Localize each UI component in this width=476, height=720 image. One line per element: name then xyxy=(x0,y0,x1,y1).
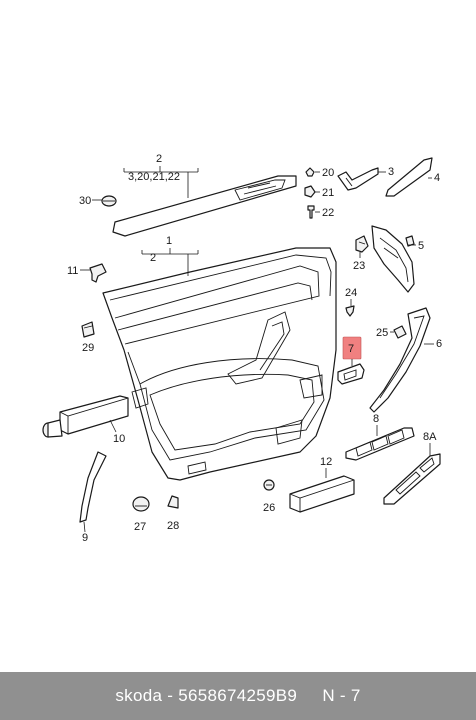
part-9-cable-guide xyxy=(79,451,107,523)
footer-separator: - xyxy=(162,686,179,705)
callout-6: 6 xyxy=(436,338,442,350)
callout-1-sub: 2 xyxy=(150,252,156,264)
leader-2 xyxy=(123,166,199,198)
part-27-cap xyxy=(132,496,150,512)
part-28-cap xyxy=(167,495,179,509)
callout-23: 23 xyxy=(353,260,365,272)
part-24-screw xyxy=(345,305,355,317)
callout-24: 24 xyxy=(345,287,357,299)
callout-27: 27 xyxy=(134,521,146,533)
callout-12: 12 xyxy=(320,456,332,468)
callout-11: 11 xyxy=(67,265,78,277)
callout-8: 8 xyxy=(373,413,379,425)
part-5-tweeter-cover xyxy=(371,225,415,293)
footer-gap xyxy=(297,686,322,706)
part-29-cap xyxy=(81,321,95,338)
footer-position: N - 7 xyxy=(322,686,361,705)
callout-7: 7 xyxy=(348,343,354,355)
callout-9: 9 xyxy=(82,532,88,544)
part-8a-switch-panel xyxy=(383,453,441,505)
callout-30: 30 xyxy=(79,195,91,207)
part-1-door-panel xyxy=(102,247,337,481)
callout-20: 20 xyxy=(322,167,334,179)
callout-2: 2 xyxy=(156,153,162,165)
part-6-pillar-trim xyxy=(369,307,431,413)
leader-9 xyxy=(83,521,86,533)
footer-part-number: 5658674259B9 xyxy=(178,686,298,705)
leader-1 xyxy=(141,248,199,276)
callout-29: 29 xyxy=(82,342,94,354)
callout-5: 5 xyxy=(418,240,424,252)
callout-26: 26 xyxy=(263,502,275,514)
part-8-switch-panel xyxy=(345,427,415,461)
part-22-bolt xyxy=(307,205,315,219)
callout-2-sub: 3,20,21,22 xyxy=(128,171,180,183)
part-25-clip xyxy=(393,325,407,339)
callout-8a: 8A xyxy=(423,431,437,443)
callout-28: 28 xyxy=(167,520,179,532)
parts-diagram: 2 3,20,21,22 30 1 2 11 29 xyxy=(42,153,442,544)
callout-1: 1 xyxy=(166,235,172,247)
part-11-clip xyxy=(89,263,107,283)
callout-22: 22 xyxy=(322,207,334,219)
leader-10 xyxy=(109,419,117,433)
part-3-handle-bracket xyxy=(337,167,379,191)
part-21-nut xyxy=(304,185,316,198)
footer-bar: skoda - 5658674259B9 N - 7 xyxy=(0,672,476,720)
part-2-upper-trim-strip xyxy=(112,175,297,237)
part-7-switch xyxy=(337,363,365,385)
part-30-clip xyxy=(101,195,117,207)
footer-brand: skoda xyxy=(115,686,163,705)
callout-25: 25 xyxy=(376,327,388,339)
part-23-clip xyxy=(355,235,369,253)
callout-4: 4 xyxy=(434,172,440,184)
callout-21: 21 xyxy=(322,187,334,199)
part-4-trim-piece xyxy=(385,157,433,197)
part-26-clip xyxy=(263,479,275,491)
part-20-screw xyxy=(305,167,315,177)
callout-3: 3 xyxy=(388,166,394,178)
callout-10: 10 xyxy=(113,433,125,445)
part-10-housing xyxy=(42,395,129,438)
part-12-armrest xyxy=(289,475,355,513)
